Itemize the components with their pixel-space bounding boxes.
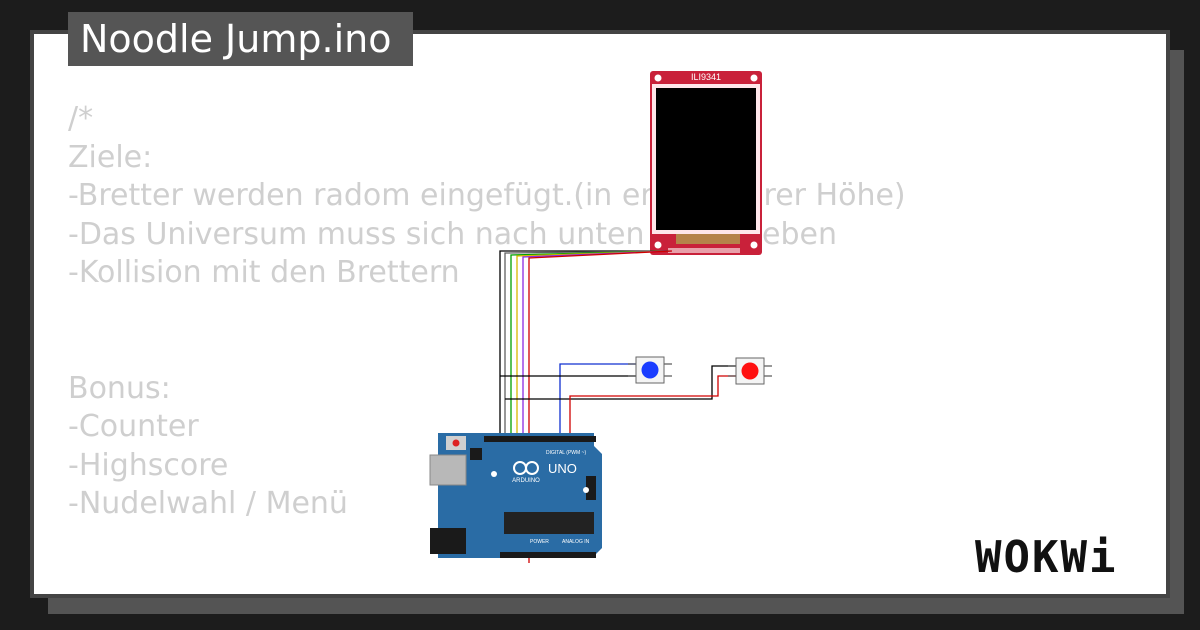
code-line: -Bretter werden radom eingefügt.(in erre… — [68, 178, 906, 213]
arduino-uno-board[interactable]: UNO ARDUINO DIGITAL (PWM ~) ANALOG IN PO… — [429, 433, 602, 558]
ili9341-display[interactable]: ILI9341 — [650, 71, 762, 255]
code-line: -Nudelwahl / Menü — [68, 486, 348, 521]
code-line: -Counter — [68, 409, 199, 444]
board-brand: ARDUINO — [512, 478, 540, 484]
code-line: -Highscore — [68, 447, 229, 483]
display-label: ILI9341 — [691, 72, 721, 82]
code-line: Ziele: — [68, 139, 153, 175]
code-preview: /* Ziele: -Bretter werden radom eingefüg… — [68, 100, 906, 524]
board-model: UNO — [548, 461, 577, 476]
digital-header-label: DIGITAL (PWM ~) — [546, 450, 586, 456]
wokwi-logo[interactable]: WOKWi — [975, 532, 1118, 583]
code-line: -Kollision mit den Brettern — [68, 255, 460, 290]
wires — [499, 250, 736, 563]
pushbutton-red[interactable] — [728, 357, 772, 385]
arduino-logo-icon — [513, 461, 539, 475]
project-title: Noodle Jump.ino — [68, 12, 413, 66]
power-header-label: POWER — [530, 539, 549, 545]
pushbutton-blue[interactable] — [628, 356, 672, 384]
code-line: Bonus: — [68, 370, 171, 406]
analog-header-label: ANALOG IN — [562, 539, 590, 545]
code-line: /* — [68, 101, 94, 136]
